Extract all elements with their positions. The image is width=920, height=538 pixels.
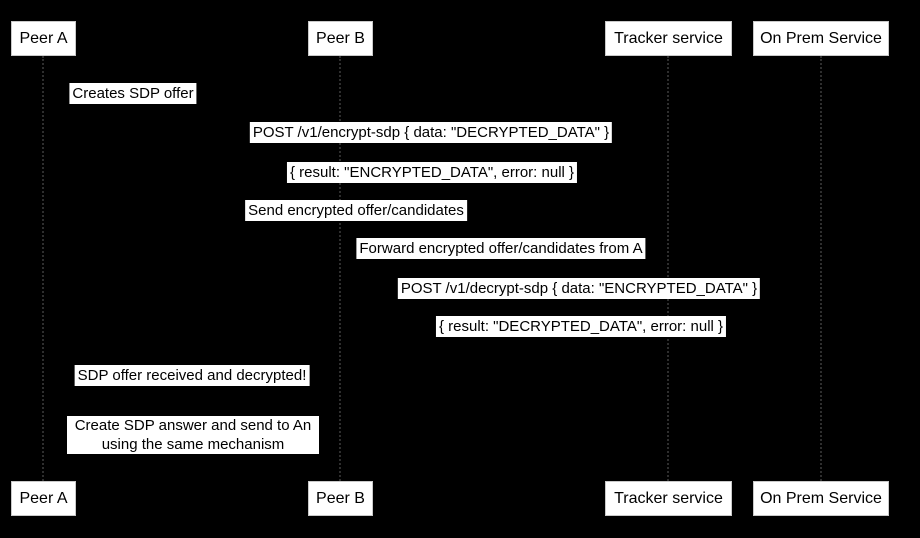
message-sdp-offer-received: SDP offer received and decrypted! <box>74 365 310 386</box>
lifeline-on-prem-service <box>820 56 822 481</box>
message-creates-sdp-offer: Creates SDP offer <box>69 83 197 104</box>
lifeline-peer-b <box>339 56 341 481</box>
note-line-2: using the same mechanism <box>101 436 285 453</box>
lifeline-tracker-service <box>667 56 669 481</box>
actor-bottom-peer-a: Peer A <box>11 481 76 516</box>
actor-top-tracker-service: Tracker service <box>605 21 732 56</box>
message-forward-encrypted-offer: Forward encrypted offer/candidates from … <box>356 238 646 259</box>
note-line-1: Create SDP answer and send to An <box>74 417 312 434</box>
message-encrypt-result: { result: "ENCRYPTED_DATA", error: null … <box>286 162 578 183</box>
actor-top-peer-b: Peer B <box>308 21 373 56</box>
lifeline-peer-a <box>42 56 44 481</box>
actor-bottom-tracker-service: Tracker service <box>605 481 732 516</box>
actor-top-on-prem-service: On Prem Service <box>753 21 889 56</box>
message-send-encrypted-offer: Send encrypted offer/candidates <box>245 200 467 221</box>
note-create-sdp-answer: Create SDP answer and send to An using t… <box>67 416 319 454</box>
message-post-decrypt-sdp: POST /v1/decrypt-sdp { data: "ENCRYPTED_… <box>397 278 761 299</box>
message-post-encrypt-sdp: POST /v1/encrypt-sdp { data: "DECRYPTED_… <box>249 122 613 143</box>
actor-bottom-on-prem-service: On Prem Service <box>753 481 889 516</box>
actor-top-peer-a: Peer A <box>11 21 76 56</box>
message-decrypt-result: { result: "DECRYPTED_DATA", error: null … <box>435 316 727 337</box>
actor-bottom-peer-b: Peer B <box>308 481 373 516</box>
